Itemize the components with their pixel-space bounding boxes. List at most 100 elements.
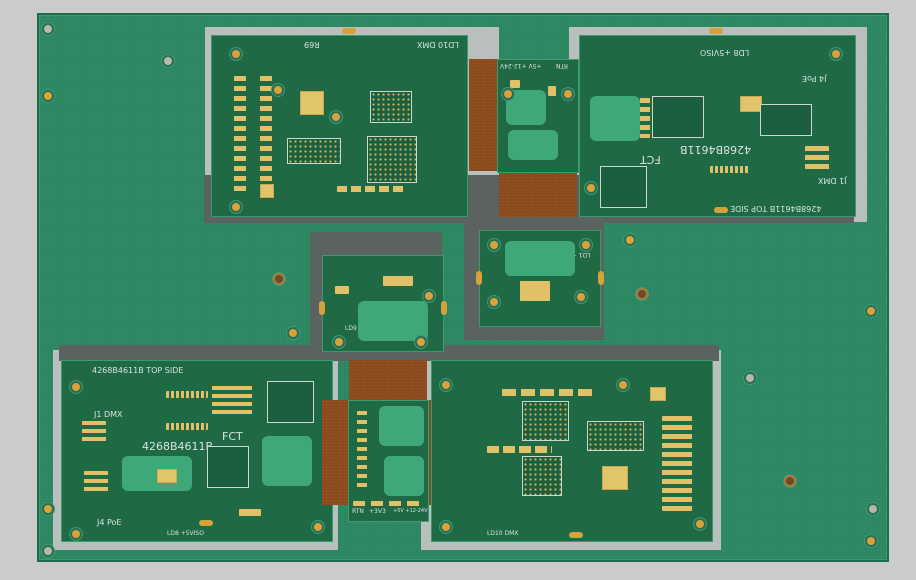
silk-j1-dmx: J1 DMX bbox=[94, 410, 123, 419]
copper-pour bbox=[508, 130, 558, 160]
silk-rtn: RTN bbox=[352, 508, 364, 515]
silk-ld8: LD8 +5VISO bbox=[167, 530, 204, 537]
tooling-hole bbox=[784, 475, 796, 487]
rt1-pad bbox=[239, 509, 261, 516]
j1-pads bbox=[82, 421, 106, 443]
pads-column bbox=[357, 411, 367, 491]
mounting-hole bbox=[440, 379, 452, 391]
pads bbox=[335, 286, 349, 294]
copper-pour bbox=[505, 241, 575, 276]
mounting-hole bbox=[415, 336, 427, 348]
board-middle-right: LD1 +12V bbox=[476, 230, 604, 327]
routing-slot-bottom-band bbox=[59, 345, 719, 361]
u5-pads bbox=[212, 386, 252, 416]
tooling-hole bbox=[865, 535, 877, 547]
mounting-hole bbox=[562, 88, 574, 100]
breakaway-tab bbox=[709, 28, 723, 34]
copper-pour bbox=[358, 301, 428, 341]
small-qfn bbox=[260, 184, 274, 198]
pads bbox=[383, 276, 413, 286]
tooling-hole bbox=[865, 305, 877, 317]
connector-pads-right bbox=[260, 76, 272, 196]
bga-chip-large bbox=[367, 136, 417, 183]
pad-row bbox=[640, 98, 650, 138]
silk-fct: FCT bbox=[222, 430, 243, 443]
mounting-hole bbox=[502, 88, 514, 100]
mounting-hole bbox=[488, 296, 500, 308]
mounting-hole bbox=[694, 518, 706, 530]
board-top-right: 4268B4611B FCT 4268B4611B TOP SIDE J1 DM… bbox=[579, 35, 856, 217]
bga-chip-top bbox=[370, 91, 412, 123]
tooling-hole bbox=[42, 90, 54, 102]
silk-j1-dmx: J1 DMX bbox=[818, 176, 847, 185]
ic-pins bbox=[166, 423, 208, 430]
inductor-outline bbox=[652, 96, 704, 138]
copper-pour bbox=[384, 456, 424, 496]
tooling-hole bbox=[273, 273, 285, 285]
mounting-hole bbox=[70, 381, 82, 393]
tooling-hole bbox=[744, 372, 756, 384]
mounting-hole bbox=[272, 84, 284, 96]
board-bottom-right: LD10 DMX bbox=[431, 360, 713, 542]
mounting-hole bbox=[423, 290, 435, 302]
flex-bridge-center bbox=[499, 173, 577, 217]
tooling-hole bbox=[624, 234, 636, 246]
silk-part-number: 4268B4611B bbox=[142, 440, 214, 453]
pads bbox=[510, 80, 520, 88]
tooling-hole bbox=[42, 23, 54, 35]
mounting-hole bbox=[575, 291, 587, 303]
board-middle-left: LD9 +12V bbox=[319, 255, 447, 352]
qfn-chip bbox=[740, 96, 762, 112]
tooling-hole bbox=[636, 288, 648, 300]
copper-pour bbox=[379, 406, 424, 446]
pads bbox=[520, 281, 550, 301]
rp-row bbox=[502, 389, 592, 396]
mounting-hole bbox=[617, 379, 629, 391]
breakaway-tab bbox=[342, 28, 356, 34]
board-bottom-left: 4268B4611B TOP SIDE 4268B4611B FCT J1 DM… bbox=[61, 360, 333, 542]
silk-ld10-dmx: LD10 DMX bbox=[417, 40, 459, 49]
tooling-hole bbox=[42, 503, 54, 515]
breakaway-tab bbox=[569, 532, 583, 538]
j4-pads bbox=[84, 471, 108, 493]
j1-pads bbox=[805, 146, 829, 171]
tooling-hole bbox=[42, 545, 54, 557]
transformer-outline bbox=[207, 446, 249, 488]
mounting-hole bbox=[440, 521, 452, 533]
tooling-hole bbox=[287, 327, 299, 339]
transformer-outline bbox=[760, 104, 812, 136]
rp-row-lower bbox=[487, 446, 552, 453]
pcb-panel: R69 LD10 DMX +5V +12-24V RTN 4268B4611B … bbox=[37, 13, 889, 562]
silk-rtn: RTN bbox=[556, 62, 568, 69]
connector-pads-left bbox=[234, 76, 246, 196]
mounting-hole bbox=[830, 48, 842, 60]
connector-array bbox=[287, 138, 341, 164]
bga-u4 bbox=[522, 401, 569, 441]
qfn-chip bbox=[300, 91, 324, 115]
silk-3v3: +3V3 bbox=[369, 508, 386, 515]
tab bbox=[598, 271, 604, 285]
tab bbox=[441, 301, 447, 315]
silk-j4-poe: J4 PoE bbox=[802, 74, 827, 83]
flex-strip-left-bottom bbox=[322, 400, 348, 505]
mounting-hole bbox=[312, 521, 324, 533]
mounting-hole bbox=[230, 201, 242, 213]
board-top-left: R69 LD10 DMX bbox=[211, 35, 468, 217]
silk-r69: R69 bbox=[304, 40, 320, 49]
connector-outline bbox=[267, 381, 314, 423]
pads bbox=[548, 86, 556, 96]
mounting-hole bbox=[330, 111, 342, 123]
mounting-hole bbox=[488, 239, 500, 251]
silk-ld10-dmx: LD10 DMX bbox=[487, 530, 519, 537]
silk-top-side: 4268B4611B TOP SIDE bbox=[92, 366, 184, 375]
bga-u6 bbox=[522, 456, 562, 496]
silk-j4-poe: J4 PoE bbox=[97, 518, 122, 527]
tab bbox=[319, 301, 325, 315]
silk-part-number: 4268B4611B bbox=[680, 143, 752, 156]
breakaway-tab bbox=[714, 207, 728, 213]
connector-array bbox=[587, 421, 644, 451]
connector-outline bbox=[600, 166, 647, 208]
qfn-chip bbox=[157, 469, 177, 483]
tooling-hole bbox=[867, 503, 879, 515]
flex-bridge-bottom bbox=[349, 360, 427, 400]
